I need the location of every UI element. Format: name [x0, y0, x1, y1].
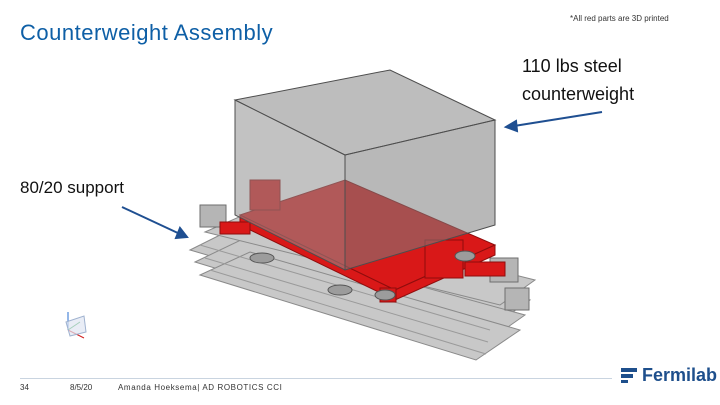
- support-callout: 80/20 support: [20, 178, 124, 197]
- author-line: Amanda Hoeksema| AD ROBOTICS CCI: [118, 383, 283, 392]
- counterweight-callout-line1: 110 lbs steel: [522, 56, 622, 76]
- slide-date: 8/5/20: [70, 383, 93, 392]
- page-number: 34: [20, 383, 29, 392]
- axis-triad: [65, 312, 87, 339]
- callout-arrows: [121, 111, 603, 240]
- counterweight-callout: 110 lbs steel counterweight: [522, 52, 634, 108]
- leveling-feet: [249, 250, 476, 301]
- slide-title: Counterweight Assembly: [20, 20, 274, 45]
- fermilab-mark-icon: [621, 368, 637, 383]
- fermilab-logo: Fermilab: [620, 364, 717, 386]
- fermilab-wordmark: Fermilab: [642, 364, 718, 385]
- steel-counterweight: [233, 69, 497, 271]
- footer-divider: [20, 378, 612, 379]
- counterweight-callout-line2: counterweight: [522, 84, 635, 104]
- printed-parts-note: *All red parts are 3D printed: [570, 14, 669, 23]
